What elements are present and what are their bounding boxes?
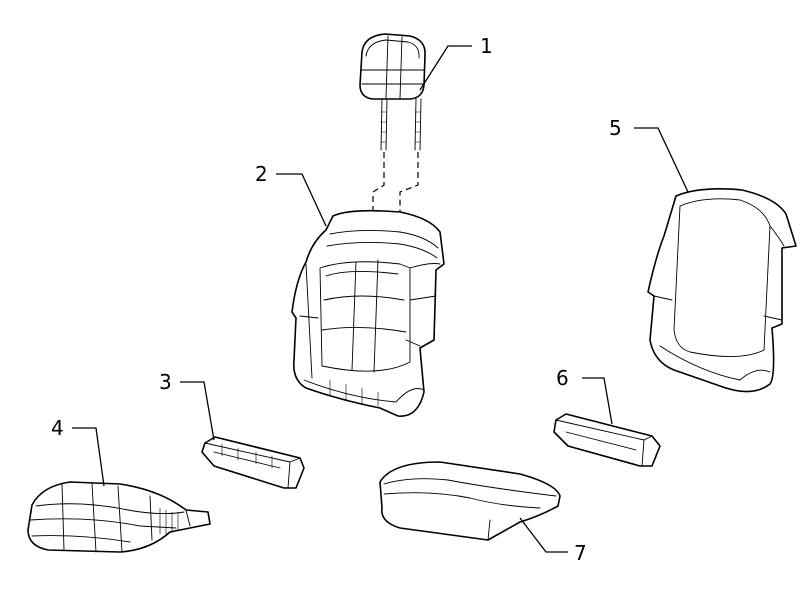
seat-cushion-cover-part (27, 481, 211, 553)
callout-6: 6 (556, 366, 569, 390)
callout-7: 7 (574, 541, 587, 565)
seat-cushion-pad-part (379, 461, 561, 541)
headrest-part (359, 33, 426, 151)
leader-lines (72, 45, 689, 553)
headrest-guide-lines (372, 152, 419, 218)
bracket-part-3 (201, 436, 305, 489)
callout-5: 5 (609, 116, 622, 140)
seat-back-pad-part (647, 188, 797, 393)
seat-back-cover-part (291, 209, 445, 417)
callout-3: 3 (159, 370, 172, 394)
callout-1: 1 (480, 34, 493, 58)
bracket-part-6 (553, 413, 661, 467)
callout-4: 4 (51, 416, 64, 440)
callout-2: 2 (255, 162, 268, 186)
